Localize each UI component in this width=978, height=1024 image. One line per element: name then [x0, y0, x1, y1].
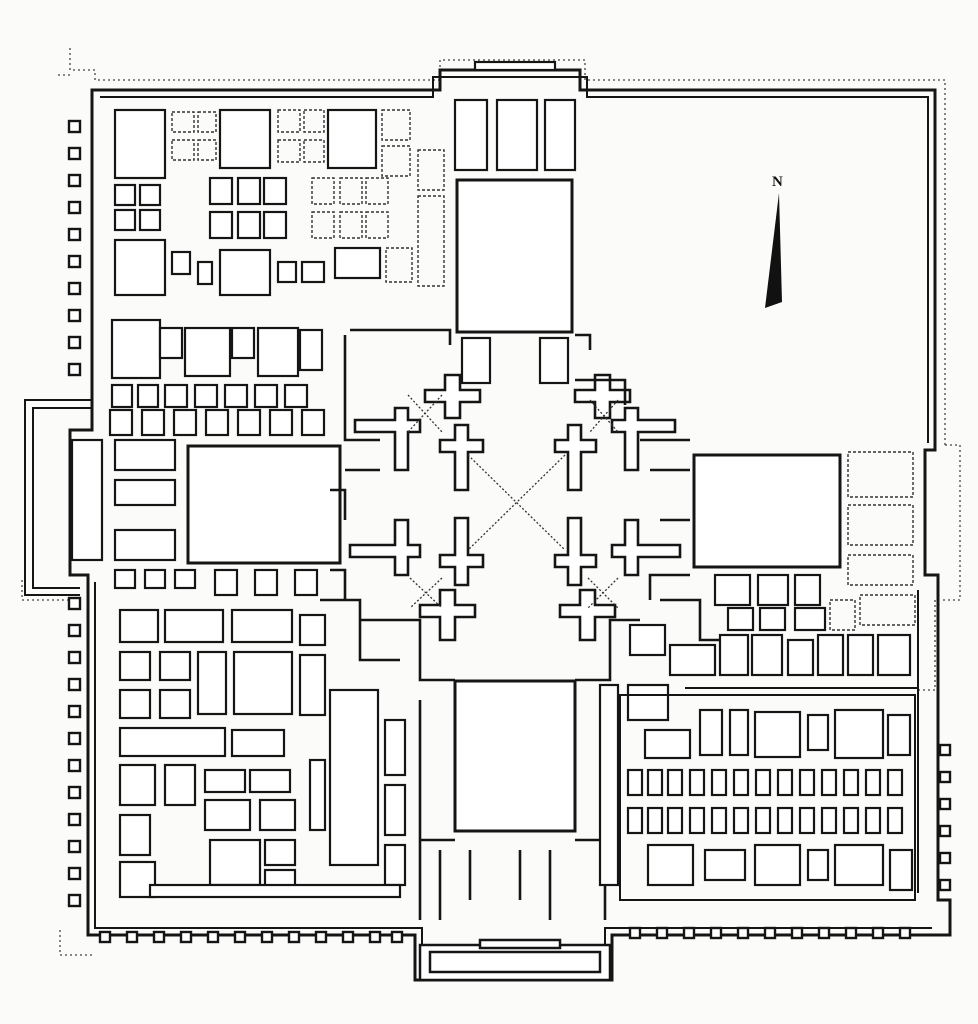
outer-wall [68, 68, 952, 982]
central-hall-walls [320, 328, 720, 920]
south-buttresses [98, 926, 912, 944]
main-halls [186, 178, 842, 833]
southwest-room-block [118, 608, 407, 899]
southeast-room-block [598, 683, 914, 892]
vault-diagonals [407, 394, 619, 609]
west-hall [186, 444, 342, 565]
east-buttresses [938, 743, 952, 892]
southeast-block-walls [619, 687, 918, 901]
north-label: N [772, 174, 783, 190]
east-room-row [628, 573, 912, 677]
north-arrow: N [765, 174, 783, 308]
northwest-dotted-cells [171, 109, 445, 287]
south-hall [453, 679, 577, 833]
west-upper-room-block [110, 318, 324, 409]
west-wing-rooms [70, 408, 326, 597]
south-gate [418, 938, 612, 982]
east-hall [692, 453, 842, 569]
northwest-room-block [113, 108, 382, 297]
central-cruciform-piers [348, 373, 682, 642]
west-buttresses [67, 119, 82, 908]
north-arrow-icon [765, 193, 782, 308]
east-dotted-rooms [829, 451, 916, 631]
north-gate-rooms [453, 60, 577, 385]
west-corridor-wall [24, 399, 92, 596]
north-hall [455, 178, 574, 334]
